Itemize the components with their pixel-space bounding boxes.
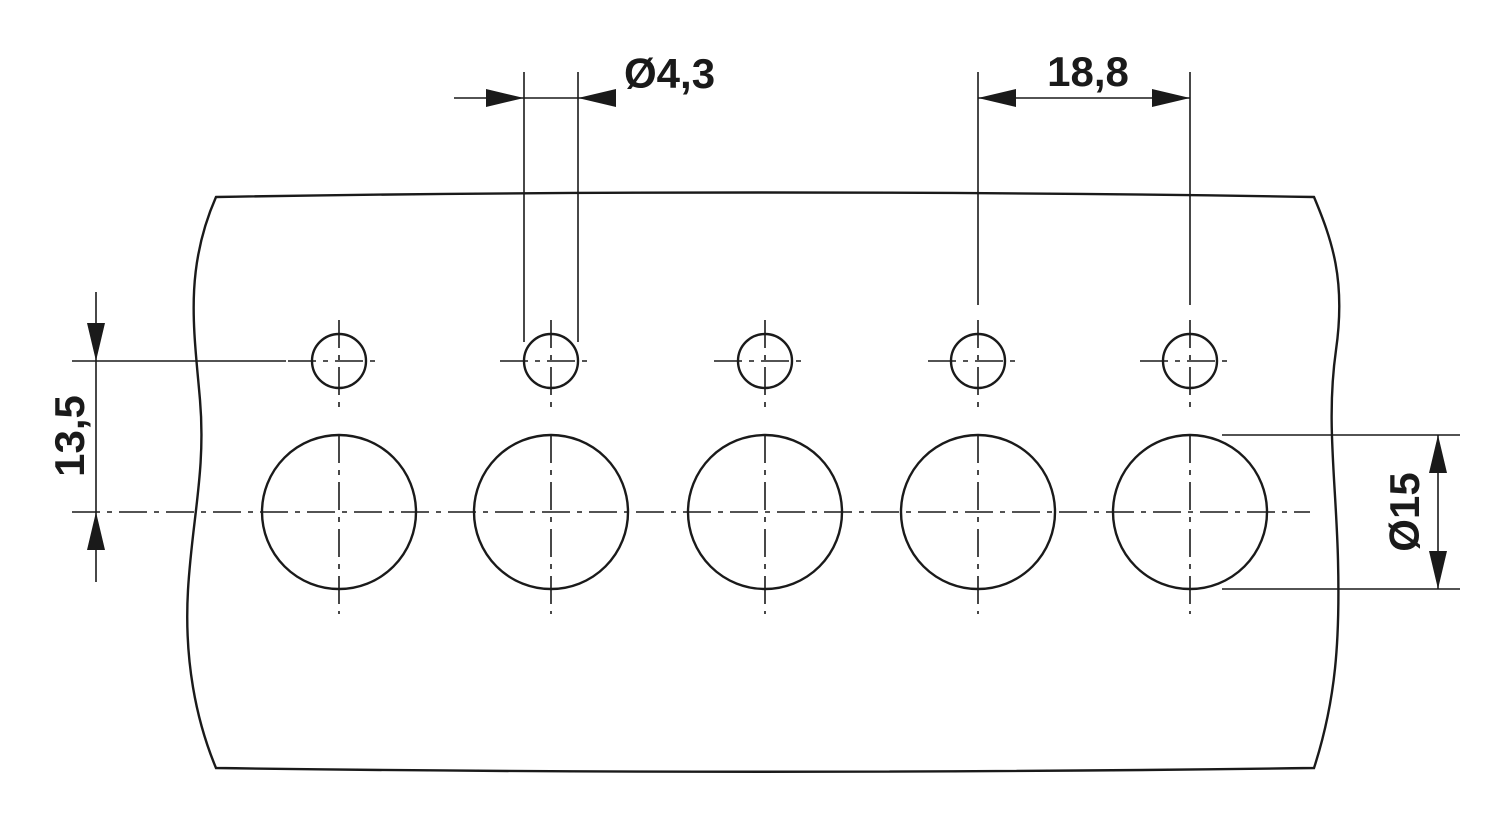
arrowhead [87,512,105,550]
large-holes [260,433,1269,614]
hole-pitch-dimension: 18,8 [977,48,1191,305]
large-hole-diameter-dimension: Ø15 [1222,434,1460,590]
arrowhead [486,89,524,107]
row-spacing-label: 13,5 [46,395,93,477]
row-spacing-dimension: 13,5 [46,292,286,582]
small-hole-diameter-dimension: Ø4,3 [454,50,715,342]
small-hole-diameter-label: Ø4,3 [624,50,715,97]
arrowhead [1429,435,1447,473]
arrowhead [978,89,1016,107]
hole-pitch-label: 18,8 [1047,48,1129,95]
arrowhead [1429,551,1447,589]
arrowhead [87,323,105,361]
arrowhead [578,89,616,107]
panel-outline [186,191,1341,773]
large-hole-diameter-label: Ø15 [1381,472,1428,551]
small-holes [310,320,1219,410]
arrowhead [1152,89,1190,107]
